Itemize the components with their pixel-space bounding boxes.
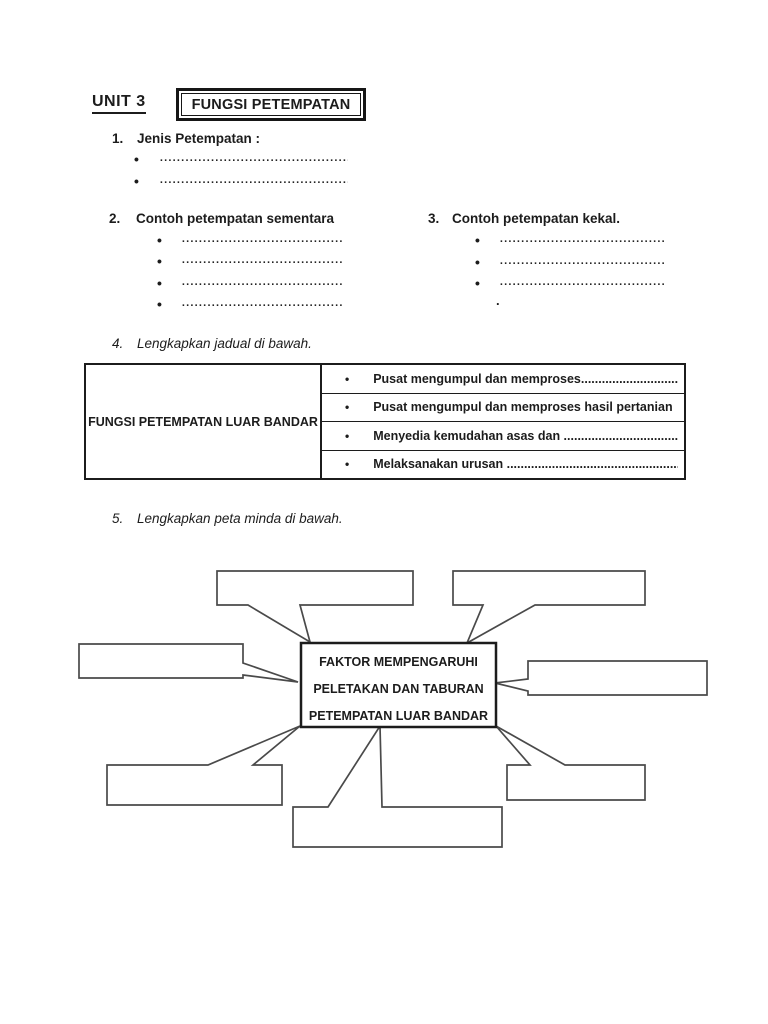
answer-dotted-line: ........................................…	[159, 174, 348, 186]
question-3-label: Contoh petempatan kekal.	[452, 211, 621, 226]
q2-blank-line: • ......................................…	[157, 254, 344, 268]
bullet-icon: •	[475, 254, 480, 270]
question-4-label: Lengkapkan jadual di bawah.	[137, 336, 312, 351]
question-1-label: Jenis Petempatan :	[137, 131, 261, 146]
table-row: • Menyedia kemudahan asas dan ..........…	[322, 421, 684, 450]
answer-dotted-line: ........................................…	[181, 297, 344, 309]
bullet-icon: •	[134, 151, 139, 167]
functions-table: FUNGSI PETEMPATAN LUAR BANDAR • Pusat me…	[84, 363, 686, 480]
bullet-icon: •	[157, 296, 162, 312]
table-row: • Pusat mengumpul dan memproses.........…	[322, 365, 684, 393]
mindmap-center-line: PELETAKAN DAN TABURAN	[313, 682, 484, 696]
mindmap-diagram	[78, 570, 708, 848]
unit-label: UNIT 3	[92, 93, 146, 114]
bullet-icon: •	[134, 173, 139, 189]
q2-blank-line: • ......................................…	[157, 233, 344, 247]
question-1-number: 1.	[112, 131, 124, 146]
bullet-icon: •	[345, 400, 350, 415]
mindmap-answer-box-bottom-right	[495, 725, 646, 801]
table-cell-text: Menyedia kemudahan asas dan ............…	[373, 428, 678, 443]
title-box: FUNGSI PETEMPATAN	[176, 88, 366, 121]
q3-blank-line: • ......................................…	[475, 276, 665, 290]
table-cell-text: Melaksanakan urusan ....................…	[373, 457, 678, 472]
answer-dotted-line: ........................................…	[499, 255, 665, 267]
table-cell-text: Pusat mengumpul dan memproses...........…	[373, 371, 678, 386]
table-cell-text: Pusat mengumpul dan memproses hasil pert…	[373, 400, 673, 415]
bullet-icon: •	[157, 232, 162, 248]
q2-blank-line: • ......................................…	[157, 297, 344, 311]
mindmap-answer-box-right	[494, 660, 708, 696]
mindmap-answer-box-top-left	[216, 570, 414, 644]
mindmap-center-text: FAKTOR MEMPENGARUHI PELETAKAN DAN TABURA…	[301, 643, 496, 727]
mindmap-center-box	[299, 641, 498, 729]
question-5-label: Lengkapkan peta minda di bawah.	[137, 511, 343, 526]
question-2-label: Contoh petempatan sementara	[136, 211, 335, 226]
bullet-icon: •	[157, 253, 162, 269]
q1-blank-line: • ......................................…	[134, 152, 348, 166]
q3-blank-line: • ......................................…	[475, 255, 665, 269]
bullet-icon: •	[475, 275, 480, 291]
mindmap-answer-box-bottom-left	[106, 725, 301, 806]
answer-dotted-line: ........................................…	[181, 276, 344, 288]
mindmap-center-line: FAKTOR MEMPENGARUHI	[319, 655, 478, 669]
mindmap-answer-box-top-right	[452, 570, 646, 645]
bullet-icon: •	[345, 428, 350, 443]
table-row: • Pusat mengumpul dan memproses hasil pe…	[322, 392, 684, 422]
question-3-number: 3.	[428, 211, 440, 226]
q3-trailing-period: .	[496, 293, 500, 308]
bullet-icon: •	[157, 275, 162, 291]
question-5-number: 5.	[112, 511, 124, 526]
bullet-icon: •	[345, 371, 350, 386]
answer-dotted-line: ........................................…	[499, 276, 665, 288]
bullet-icon: •	[345, 457, 350, 472]
q2-blank-line: • ......................................…	[157, 276, 344, 290]
worksheet-title: FUNGSI PETEMPATAN	[181, 93, 361, 116]
mindmap-answer-box-bottom-center	[292, 723, 503, 848]
q1-blank-line: • ......................................…	[134, 174, 348, 188]
answer-dotted-line: ........................................…	[159, 152, 348, 164]
table-row: • Melaksanakan urusan ..................…	[322, 449, 684, 479]
question-2-number: 2.	[109, 211, 121, 226]
question-4-number: 4.	[112, 336, 124, 351]
bullet-icon: •	[475, 232, 480, 248]
answer-dotted-line: ........................................…	[181, 254, 344, 266]
answer-dotted-line: ........................................…	[499, 233, 665, 245]
mindmap-answer-box-left	[78, 643, 299, 683]
mindmap-center-line: PETEMPATAN LUAR BANDAR	[308, 709, 489, 723]
table-right-column: • Pusat mengumpul dan memproses.........…	[322, 365, 684, 478]
answer-dotted-line: ........................................…	[181, 233, 344, 245]
table-left-header: FUNGSI PETEMPATAN LUAR BANDAR	[86, 365, 322, 478]
q3-blank-line: • ......................................…	[475, 233, 665, 247]
